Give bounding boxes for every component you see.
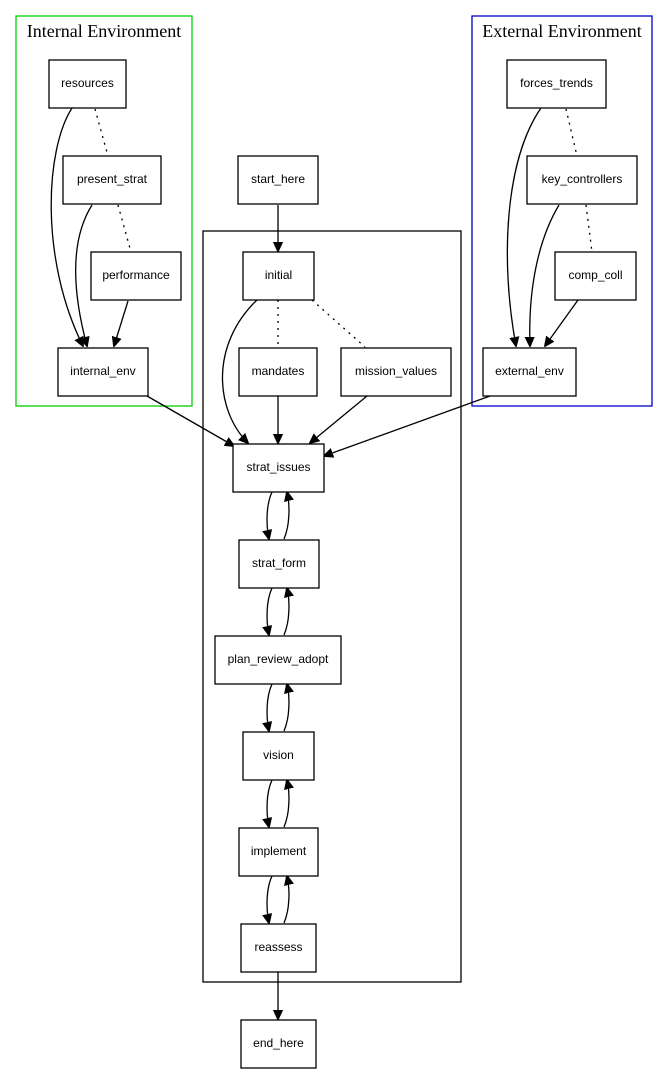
node-strat-issues[interactable]: strat_issues — [232, 443, 325, 493]
edge-forces-trends-key-controllers — [565, 108, 578, 157]
node-key-controllers[interactable]: key_controllers — [526, 155, 638, 205]
edge-key-controllers-comp-coll — [585, 204, 593, 253]
node-vision[interactable]: vision — [242, 731, 315, 781]
node-plan-review-adopt[interactable]: plan_review_adopt — [214, 635, 342, 685]
edge-vision-implement — [267, 779, 273, 827]
node-internal-env[interactable]: internal_env — [57, 347, 149, 397]
node-mandates[interactable]: mandates — [238, 347, 318, 397]
node-comp-coll-label: comp_coll — [568, 268, 622, 282]
node-implement[interactable]: implement — [238, 827, 319, 877]
node-present-strat[interactable]: present_strat — [62, 155, 162, 205]
node-key-controllers-label: key_controllers — [542, 172, 623, 186]
node-forces-trends[interactable]: forces_trends — [506, 59, 607, 109]
edge-comp-coll-external-env — [545, 299, 579, 346]
edge-implement-vision — [283, 780, 289, 828]
node-external-env[interactable]: external_env — [482, 347, 577, 397]
node-present-strat-label: present_strat — [77, 172, 148, 186]
edge-vision-plan-review-adopt — [283, 684, 289, 732]
node-plan-review-adopt-label: plan_review_adopt — [228, 652, 329, 666]
edge-key-controllers-external-env — [530, 204, 560, 346]
edge-resources-present-strat — [94, 108, 109, 157]
edge-present-strat-performance — [117, 204, 132, 253]
cluster-external-environment: External Environment — [471, 15, 653, 407]
edge-present-strat-internal-env — [74, 204, 93, 346]
node-mandates-label: mandates — [252, 364, 305, 378]
node-strat-issues-label: strat_issues — [246, 460, 310, 474]
edge-initial-strat-issues — [221, 299, 258, 443]
node-reassess-label: reassess — [254, 940, 302, 954]
cluster-external-title: External Environment — [482, 21, 641, 41]
edge-plan-review-adopt-vision — [267, 683, 273, 731]
node-forces-trends-label: forces_trends — [520, 76, 593, 90]
edge-forces-trends-external-env — [506, 107, 542, 346]
edge-implement-reassess — [267, 875, 273, 923]
node-initial[interactable]: initial — [242, 251, 315, 301]
edges — [50, 107, 593, 1019]
edge-strat-form-strat-issues — [283, 492, 289, 540]
edge-plan-review-adopt-strat-form — [283, 588, 289, 636]
nodes: resources present_strat performance inte… — [48, 59, 638, 1069]
node-start-here-label: start_here — [251, 172, 305, 186]
node-reassess[interactable]: reassess — [240, 923, 317, 973]
node-strat-form-label: strat_form — [252, 556, 306, 570]
cluster-internal-title: Internal Environment — [27, 21, 181, 41]
node-resources[interactable]: resources — [48, 59, 127, 109]
node-mission-values[interactable]: mission_values — [340, 347, 452, 397]
edge-external-env-strat-issues — [324, 395, 491, 456]
node-vision-label: vision — [263, 748, 294, 762]
cluster-internal-environment: Internal Environment — [15, 15, 193, 407]
cluster-main-process — [202, 230, 462, 983]
edge-mission-values-strat-issues — [310, 395, 368, 443]
node-performance-label: performance — [102, 268, 170, 282]
edge-initial-mission-values — [311, 299, 366, 348]
node-internal-env-label: internal_env — [70, 364, 135, 378]
node-end-here[interactable]: end_here — [240, 1019, 317, 1069]
edge-performance-internal-env — [114, 300, 129, 346]
edge-internal-env-strat-issues — [146, 395, 234, 446]
node-performance[interactable]: performance — [90, 251, 182, 301]
node-start-here[interactable]: start_here — [237, 155, 319, 205]
node-resources-label: resources — [61, 76, 114, 90]
node-strat-form[interactable]: strat_form — [238, 539, 320, 589]
edge-reassess-implement — [283, 876, 289, 924]
edge-strat-issues-strat-form — [267, 491, 273, 539]
node-initial-label: initial — [265, 268, 292, 282]
node-end-here-label: end_here — [253, 1036, 304, 1050]
node-implement-label: implement — [251, 844, 307, 858]
edge-strat-form-plan-review-adopt — [267, 587, 273, 635]
node-comp-coll[interactable]: comp_coll — [554, 251, 637, 301]
edge-resources-internal-env — [50, 107, 83, 346]
node-mission-values-label: mission_values — [355, 364, 437, 378]
node-external-env-label: external_env — [495, 364, 564, 378]
